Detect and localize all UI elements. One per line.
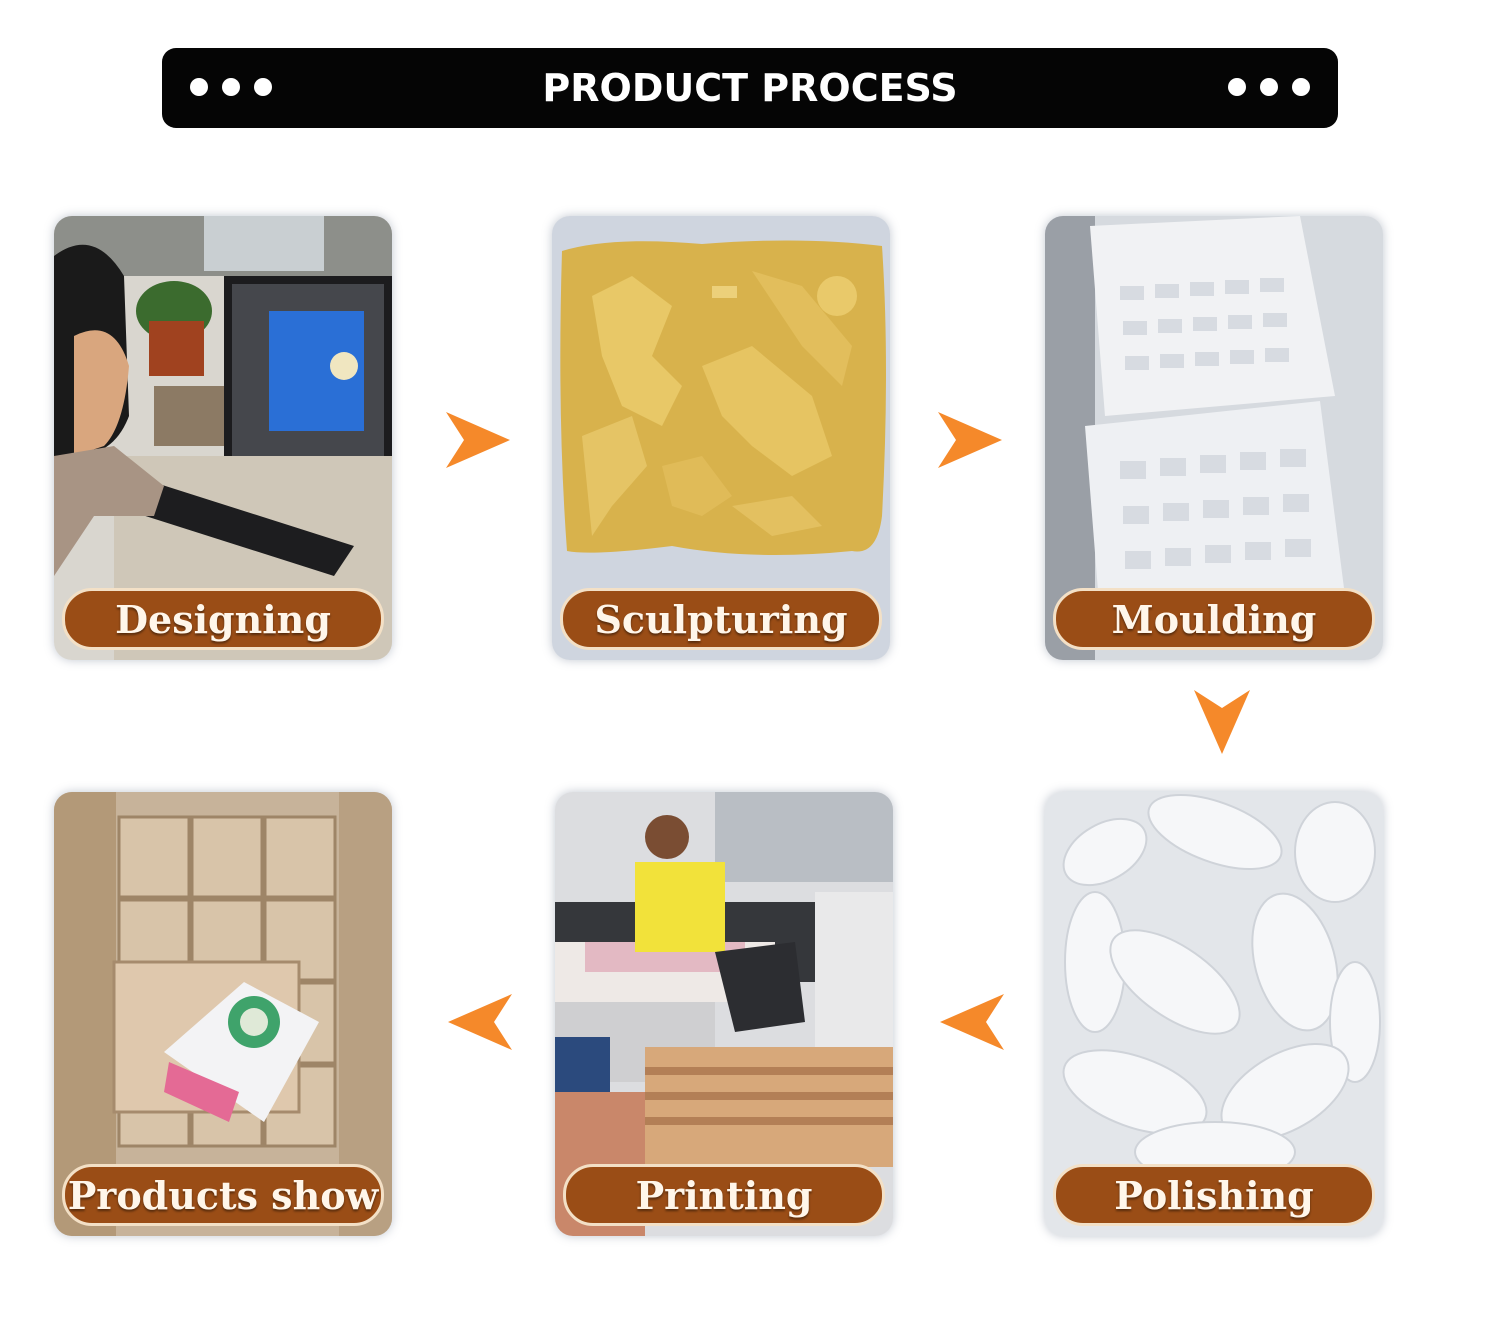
page-title: PRODUCT PROCESS: [542, 66, 958, 110]
step-card-printing: Printing: [555, 792, 893, 1236]
step-label-sculpturing: Sculpturing: [560, 588, 882, 650]
sculpturing-photo: [552, 216, 890, 660]
header-banner: PRODUCT PROCESS: [162, 48, 1338, 128]
dots-left-icon: [190, 78, 272, 96]
step-label-moulding: Moulding: [1053, 588, 1375, 650]
dots-right-icon: [1228, 78, 1310, 96]
products-show-photo: [54, 792, 392, 1236]
arrow-right-icon: [446, 412, 510, 468]
arrow-left-icon: [448, 994, 512, 1050]
arrow-left-icon: [940, 994, 1004, 1050]
step-card-moulding: Moulding: [1045, 216, 1383, 660]
step-label-printing: Printing: [563, 1164, 885, 1226]
step-label-products-show: Products show: [62, 1164, 384, 1226]
step-label-designing: Designing: [62, 588, 384, 650]
step-card-polishing: Polishing: [1045, 792, 1383, 1236]
arrow-right-icon: [938, 412, 1002, 468]
step-card-designing: Designing: [54, 216, 392, 660]
step-card-products-show: Products show: [54, 792, 392, 1236]
arrow-down-icon: [1194, 690, 1250, 754]
step-label-polishing: Polishing: [1053, 1164, 1375, 1226]
moulding-photo: [1045, 216, 1383, 660]
step-card-sculpturing: Sculpturing: [552, 216, 890, 660]
